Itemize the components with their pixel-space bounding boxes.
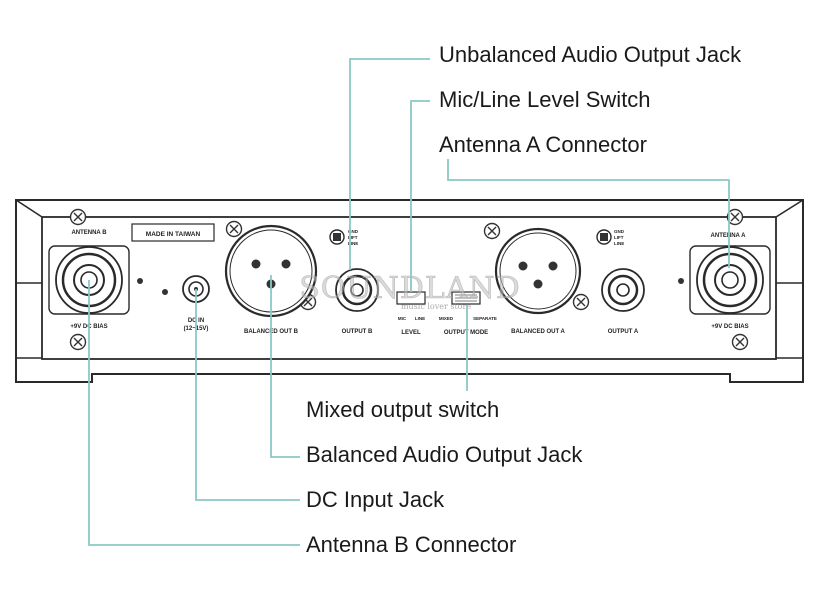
output-mode-label: OUTPUT MODE (444, 330, 488, 336)
leader-mic-line-switch (410, 100, 430, 292)
bias-led-right (678, 278, 684, 284)
made-in-label: MADE IN TAIWAN (146, 231, 201, 238)
antenna-b-label: ANTENNA B (71, 230, 107, 236)
ground-lift-switch-a (596, 229, 612, 245)
bias-label-right: +9V DC BIAS (711, 324, 748, 330)
callout-mic-line-switch: Mic/Line Level Switch (439, 87, 651, 112)
callout-dc-input: DC Input Jack (306, 487, 445, 512)
mixed-label: MIXED (439, 316, 454, 321)
callout-unbalanced-output: Unbalanced Audio Output Jack (439, 42, 742, 67)
line-label: LINE (415, 316, 425, 321)
callout-antenna-b: Antenna B Connector (306, 532, 517, 557)
screw-icon (69, 208, 87, 226)
switch-label-a-1: GND (614, 229, 625, 234)
balanced-out-a-label: BALANCED OUT A (511, 329, 565, 335)
made-in-label-box (131, 223, 215, 242)
switch-grille (455, 294, 477, 302)
mic-label: MIC (398, 316, 407, 321)
callout-antenna-a: Antenna A Connector (439, 132, 647, 157)
antenna-a-connector (689, 245, 771, 315)
output-b-label: OUTPUT B (342, 329, 373, 335)
leader-lines (88, 58, 730, 546)
panel-dot (162, 289, 168, 295)
watermark-tagline: music lover store (401, 302, 471, 311)
switch-label-a-2: LIFT (614, 235, 624, 240)
leader-balanced-output (270, 275, 300, 458)
switch-label-b-3: LINE (348, 241, 358, 246)
output-a-jack (601, 268, 645, 312)
callout-balanced-output: Balanced Audio Output Jack (306, 442, 583, 467)
leader-dc-input (195, 289, 300, 501)
leader-unbalanced-output (349, 58, 430, 270)
level-label: LEVEL (401, 330, 421, 336)
switch-label-b-1: GND (348, 229, 359, 234)
bias-led-left (137, 278, 143, 284)
output-a-label: OUTPUT A (608, 329, 639, 335)
output-b-jack (335, 268, 379, 312)
callout-mixed-output-switch: Mixed output switch (306, 397, 500, 422)
leader-antenna-b (88, 280, 300, 546)
screw-icon (572, 293, 590, 311)
receiver-rear-panel (15, 199, 804, 383)
switch-label-b-2: LIFT (348, 235, 358, 240)
ground-lift-switch-b (329, 229, 345, 245)
balanced-out-a-xlr (494, 227, 582, 315)
leader-antenna-a (447, 159, 730, 268)
screw-icon (731, 333, 749, 351)
screw-icon (483, 222, 501, 240)
separate-label: SEPARATE (473, 316, 497, 321)
watermark-logo: SOUNDLAND (299, 271, 521, 306)
screw-icon (69, 333, 87, 351)
switch-label-a-3: LINE (614, 241, 624, 246)
screw-icon (225, 220, 243, 238)
